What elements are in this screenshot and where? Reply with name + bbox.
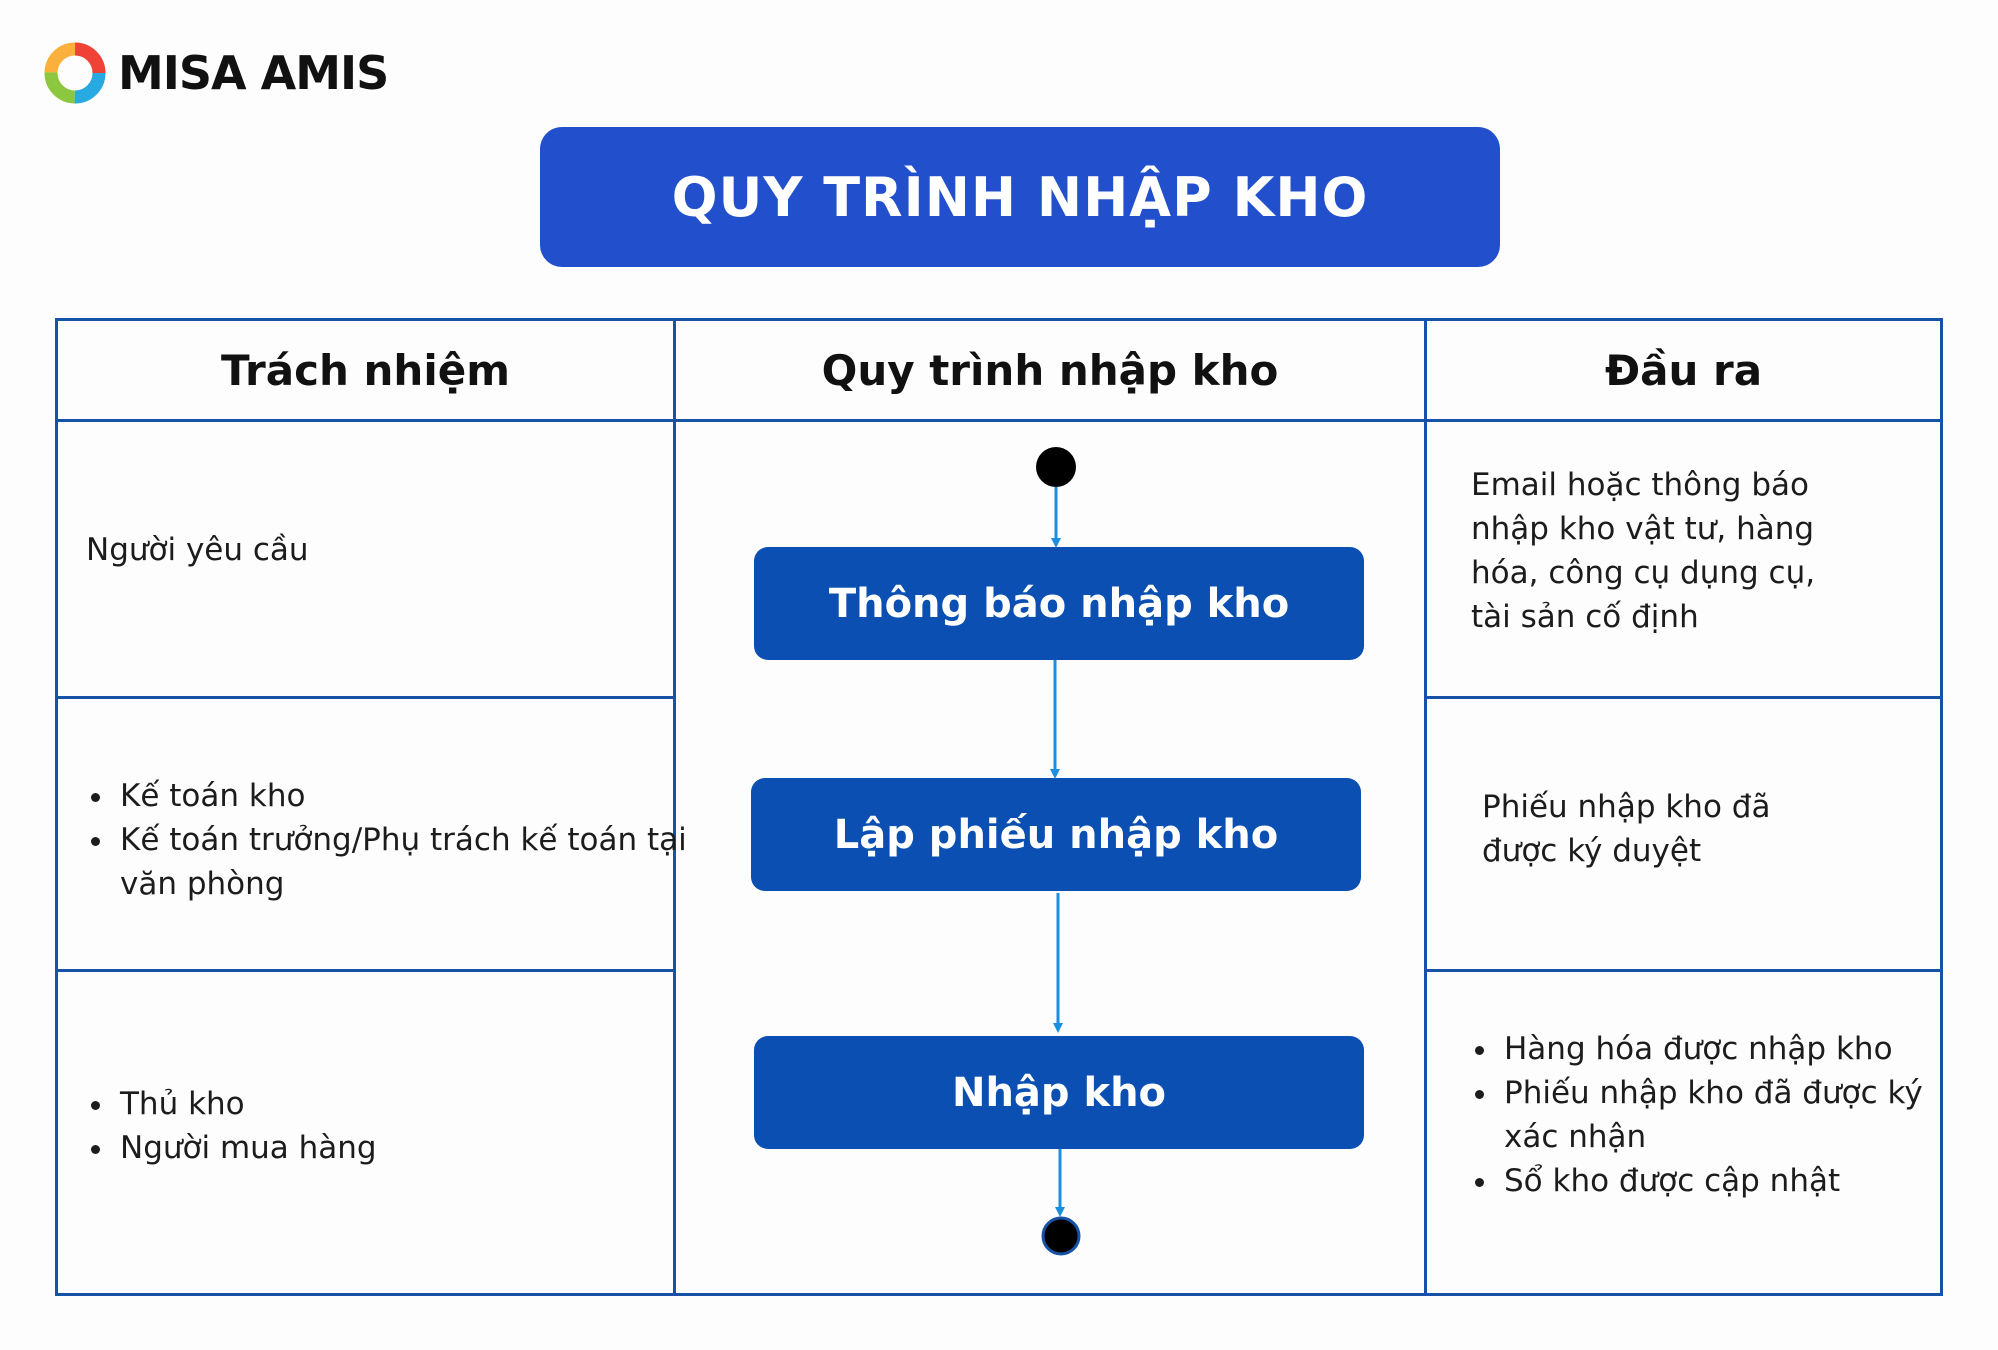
responsibility-row-2: Kế toán kho Kế toán trưởng/Phụ trách kế … [82, 774, 706, 906]
output-line: Email hoặc thông báo [1471, 467, 1809, 503]
process-table [55, 318, 1943, 1296]
header-process: Quy trình nhập kho [821, 345, 1279, 395]
row-divider-right-1 [1424, 696, 1943, 699]
responsibility-row-3: Thủ kho Người mua hàng [82, 1082, 706, 1170]
step-receive-goods: Nhập kho [754, 1036, 1364, 1149]
list-item: Kế toán trưởng/Phụ trách kế toán tại văn… [116, 818, 706, 906]
step-notify-receipt: Thông báo nhập kho [754, 547, 1364, 660]
row-divider-right-2 [1424, 969, 1943, 972]
list-item: Phiếu nhập kho đã được ký xác nhận [1500, 1071, 1960, 1159]
responsibility-row-1: Người yêu cầu [86, 532, 309, 568]
list-item: Hàng hóa được nhập kho [1500, 1027, 1960, 1071]
list-item: Sổ kho được cập nhật [1500, 1159, 1960, 1203]
row-divider-left-1 [55, 696, 676, 699]
page-title: QUY TRÌNH NHẬP KHO [540, 127, 1500, 267]
brand-name: MISA AMIS [118, 46, 389, 100]
output-row-2: Phiếu nhập kho đã được ký duyệt [1482, 785, 1770, 873]
output-line: Phiếu nhập kho đã [1482, 789, 1771, 825]
output-line: tài sản cố định [1471, 599, 1699, 635]
header-responsibility: Trách nhiệm [221, 345, 510, 395]
row-divider-left-2 [55, 969, 676, 972]
output-line: hóa, công cụ dụng cụ, [1471, 555, 1816, 591]
output-row-1: Email hoặc thông báo nhập kho vật tư, hà… [1471, 463, 1815, 639]
misa-amis-logo-icon [44, 42, 106, 104]
step-create-receipt-slip: Lập phiếu nhập kho [751, 778, 1361, 891]
list-item: Kế toán kho [116, 774, 706, 818]
list-item: Người mua hàng [116, 1126, 706, 1170]
output-row-3: Hàng hóa được nhập kho Phiếu nhập kho đã… [1466, 1027, 1960, 1203]
column-divider-2 [1424, 318, 1427, 1296]
header-output: Đầu ra [1604, 345, 1763, 395]
output-line: được ký duyệt [1482, 833, 1702, 869]
header-divider [55, 419, 1943, 422]
column-divider-1 [673, 318, 676, 1296]
brand-logo: MISA AMIS [44, 40, 389, 106]
list-item: Thủ kho [116, 1082, 706, 1126]
output-line: nhập kho vật tư, hàng [1471, 511, 1815, 547]
